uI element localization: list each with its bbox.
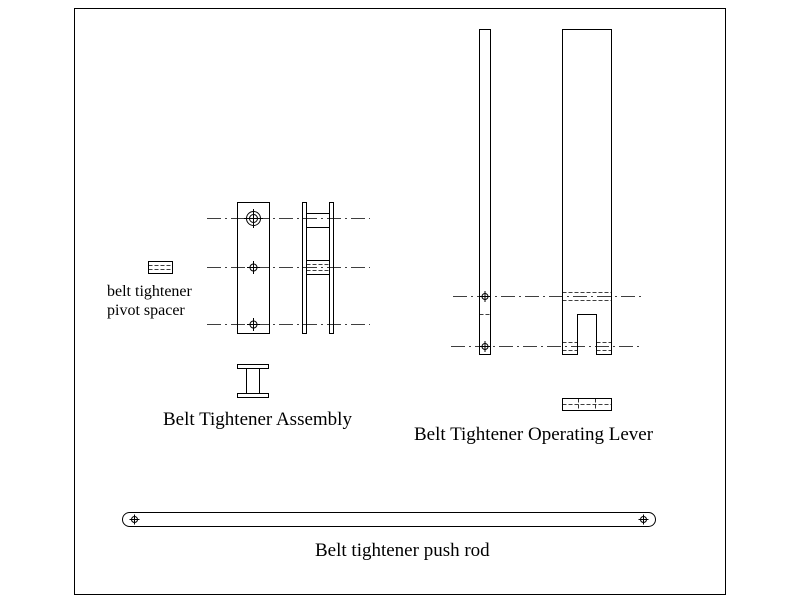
lever-front-view bbox=[562, 29, 612, 355]
lever-side-view bbox=[479, 29, 491, 355]
pivot-spacer bbox=[148, 261, 173, 274]
assembly-center-lines bbox=[207, 218, 370, 325]
lever-end-view bbox=[562, 398, 612, 411]
push-rod bbox=[122, 512, 656, 527]
assembly-side-view bbox=[302, 202, 334, 334]
drawing-border bbox=[74, 8, 726, 595]
assembly-label: Belt Tightener Assembly bbox=[163, 409, 352, 430]
lever-label: Belt Tightener Operating Lever bbox=[414, 424, 654, 445]
pivot-spacer-label-line2: pivot spacer bbox=[107, 302, 185, 319]
assembly-end-view bbox=[237, 364, 269, 398]
assembly-front-plate bbox=[237, 202, 270, 334]
push-rod-label: Belt tightener push rod bbox=[315, 540, 490, 561]
pivot-spacer-label-line1: belt tightener bbox=[107, 283, 193, 300]
